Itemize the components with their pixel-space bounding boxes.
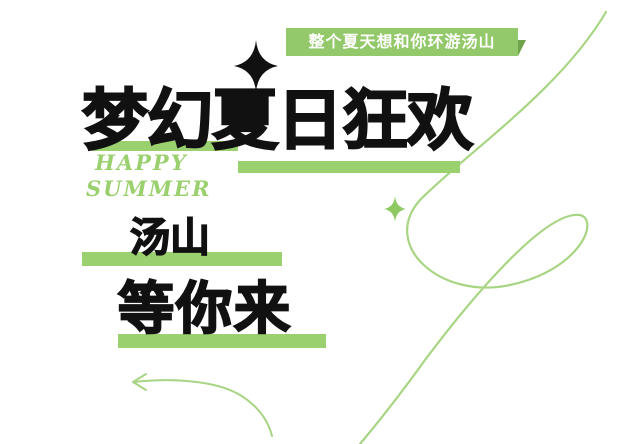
swirl-line: [358, 10, 608, 444]
english-summer: SUMMER: [86, 176, 212, 201]
subtitle-highlight: [82, 252, 282, 266]
subtitle-place: 汤山: [129, 214, 211, 262]
slogan-highlight: [118, 334, 326, 348]
tagline-fold: [518, 40, 526, 56]
headline-highlight-left: [92, 141, 238, 151]
tagline-banner: 整个夏天想和你环游汤山: [286, 28, 518, 56]
sparkle-star-icon: [234, 40, 278, 92]
headline-highlight-right: [238, 161, 460, 173]
headline-title: 梦幻夏日狂欢: [81, 81, 474, 160]
small-sparkle-icon: [384, 196, 406, 222]
slogan-text: 等你来: [117, 277, 292, 343]
arrow-curve-icon: [133, 379, 273, 437]
english-happy: HAPPY: [95, 150, 188, 175]
